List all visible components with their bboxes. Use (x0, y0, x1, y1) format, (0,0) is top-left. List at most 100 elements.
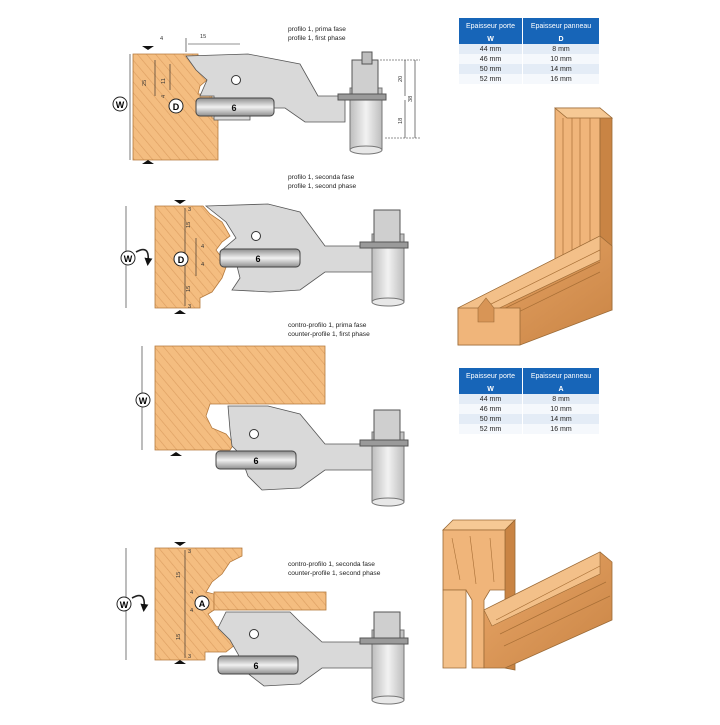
dim-label: 3 (188, 304, 191, 310)
section-profile-second-phase: profilo 1, seconda fase profile 1, secon… (120, 174, 409, 314)
tool-number: 6 (253, 456, 258, 466)
wood-workpiece (154, 205, 231, 309)
table-cell: 52 mm (459, 74, 523, 84)
marker-w (112, 96, 128, 112)
dim-label: 4 (190, 608, 193, 614)
marker-w-label: W (124, 254, 133, 264)
table-cell: 46 mm (459, 404, 523, 414)
table-header: Epaisseur panneau (522, 368, 600, 384)
table-row: 50 mm 14 mm (459, 414, 600, 424)
spindle-nut (351, 59, 379, 99)
wood-workpiece (154, 345, 326, 451)
marker-w (116, 596, 132, 612)
table-cell: 10 mm (522, 404, 600, 414)
dim-label: 4 (160, 36, 163, 42)
dim-label: 15 (186, 222, 192, 228)
thickness-table-w-d: Epaisseur porte Epaisseur panneau W D 44… (459, 18, 600, 84)
table-row: 52 mm 16 mm (459, 74, 600, 84)
section-counter-profile-second-phase: contro-profilo 1, seconda fase counter-p… (116, 542, 409, 705)
rotation-arrow-icon (135, 248, 153, 266)
marker-d-label: D (173, 102, 180, 112)
arbor-hole (249, 629, 259, 639)
table-cell: 16 mm (522, 424, 600, 434)
table-cell: 10 mm (522, 54, 600, 64)
table-header: Epaisseur panneau (522, 18, 600, 34)
caption-it: contro-profilo 1, prima fase (288, 322, 367, 329)
table-row: 50 mm 14 mm (459, 64, 600, 74)
table-header: Epaisseur porte (459, 368, 523, 384)
table-cell: 44 mm (459, 394, 523, 404)
cutter-body (217, 611, 373, 687)
cutter-ring (219, 248, 301, 268)
cutter-body (204, 203, 373, 293)
caption-en: counter-profile 1, second phase (288, 570, 381, 577)
arbor-hole (231, 75, 241, 85)
dim-label: 18 (398, 118, 404, 124)
table-symbol: A (522, 384, 600, 394)
dim-label: 15 (200, 34, 206, 40)
marker-d (168, 98, 184, 114)
dim-label: 4 (201, 262, 204, 268)
cutter-ring (215, 450, 297, 470)
caption-it: profilo 1, seconda fase (288, 174, 355, 181)
marker-w (120, 250, 136, 266)
table-cell: 50 mm (459, 64, 523, 74)
tenon-joint-illustration (442, 519, 613, 671)
table-cell: 50 mm (459, 414, 523, 424)
table-row: 46 mm 10 mm (459, 404, 600, 414)
arbor-hole (251, 231, 261, 241)
cutter-ring (217, 655, 299, 675)
table-cell: 8 mm (522, 394, 600, 404)
dim-label: 15 (176, 634, 182, 640)
table-row: 44 mm 8 mm (459, 394, 600, 404)
marker-w-label: W (139, 396, 148, 406)
spindle-nut (373, 209, 401, 245)
marker-a (194, 595, 210, 611)
tool-number: 6 (253, 661, 258, 671)
dim-label: 25 (142, 80, 148, 86)
arbor-hole (249, 429, 259, 439)
dim-label: 3 (188, 207, 191, 213)
spindle-nut (373, 409, 401, 443)
spindle-nut (373, 611, 401, 641)
caption-it: contro-profilo 1, seconda fase (288, 561, 375, 568)
thickness-table-w-a: Epaisseur porte Epaisseur panneau W A 44… (459, 368, 600, 434)
cutter-ring (195, 97, 275, 117)
table-row: 52 mm 16 mm (459, 424, 600, 434)
table-header: Epaisseur porte (459, 18, 523, 34)
table-cell: 14 mm (522, 64, 600, 74)
table-cell: 52 mm (459, 424, 523, 434)
table-cell: 16 mm (522, 74, 600, 84)
section-counter-profile-first-phase: contro-profilo 1, prima fase counter-pro… (135, 322, 409, 507)
marker-a-label: A (199, 599, 206, 609)
dim-label: 3 (188, 549, 191, 555)
tool-number: 6 (231, 103, 236, 113)
caption-en: profile 1, first phase (288, 35, 346, 42)
dim-label: 3 (188, 654, 191, 660)
caption-en: counter-profile 1, first phase (288, 331, 370, 338)
table-symbol: W (459, 384, 523, 394)
caption-it: profilo 1, prima fase (288, 26, 346, 33)
dim-label: 11 (161, 78, 167, 84)
cutter-body (227, 405, 373, 491)
marker-w-label: W (116, 100, 125, 110)
dim-label: 20 (398, 76, 404, 82)
rotation-arrow-icon (131, 594, 149, 612)
marker-d (173, 251, 189, 267)
table-cell: 8 mm (522, 44, 600, 54)
dim-label: 38 (408, 96, 414, 102)
marker-w (135, 392, 151, 408)
frame-corner-illustration (457, 107, 614, 346)
table-cell: 46 mm (459, 54, 523, 64)
section-profile-first-phase: profilo 1, prima fase profile 1, first p… (112, 26, 420, 164)
table-symbol: W (459, 34, 523, 44)
dim-label: 4 (190, 590, 193, 596)
marker-w-label: W (120, 600, 129, 610)
dim-label: 4 (161, 95, 167, 98)
dim-label: 15 (186, 286, 192, 292)
tool-number: 6 (255, 254, 260, 264)
caption-en: profile 1, second phase (288, 183, 357, 190)
table-cell: 14 mm (522, 414, 600, 424)
dimension-lines (129, 38, 420, 160)
